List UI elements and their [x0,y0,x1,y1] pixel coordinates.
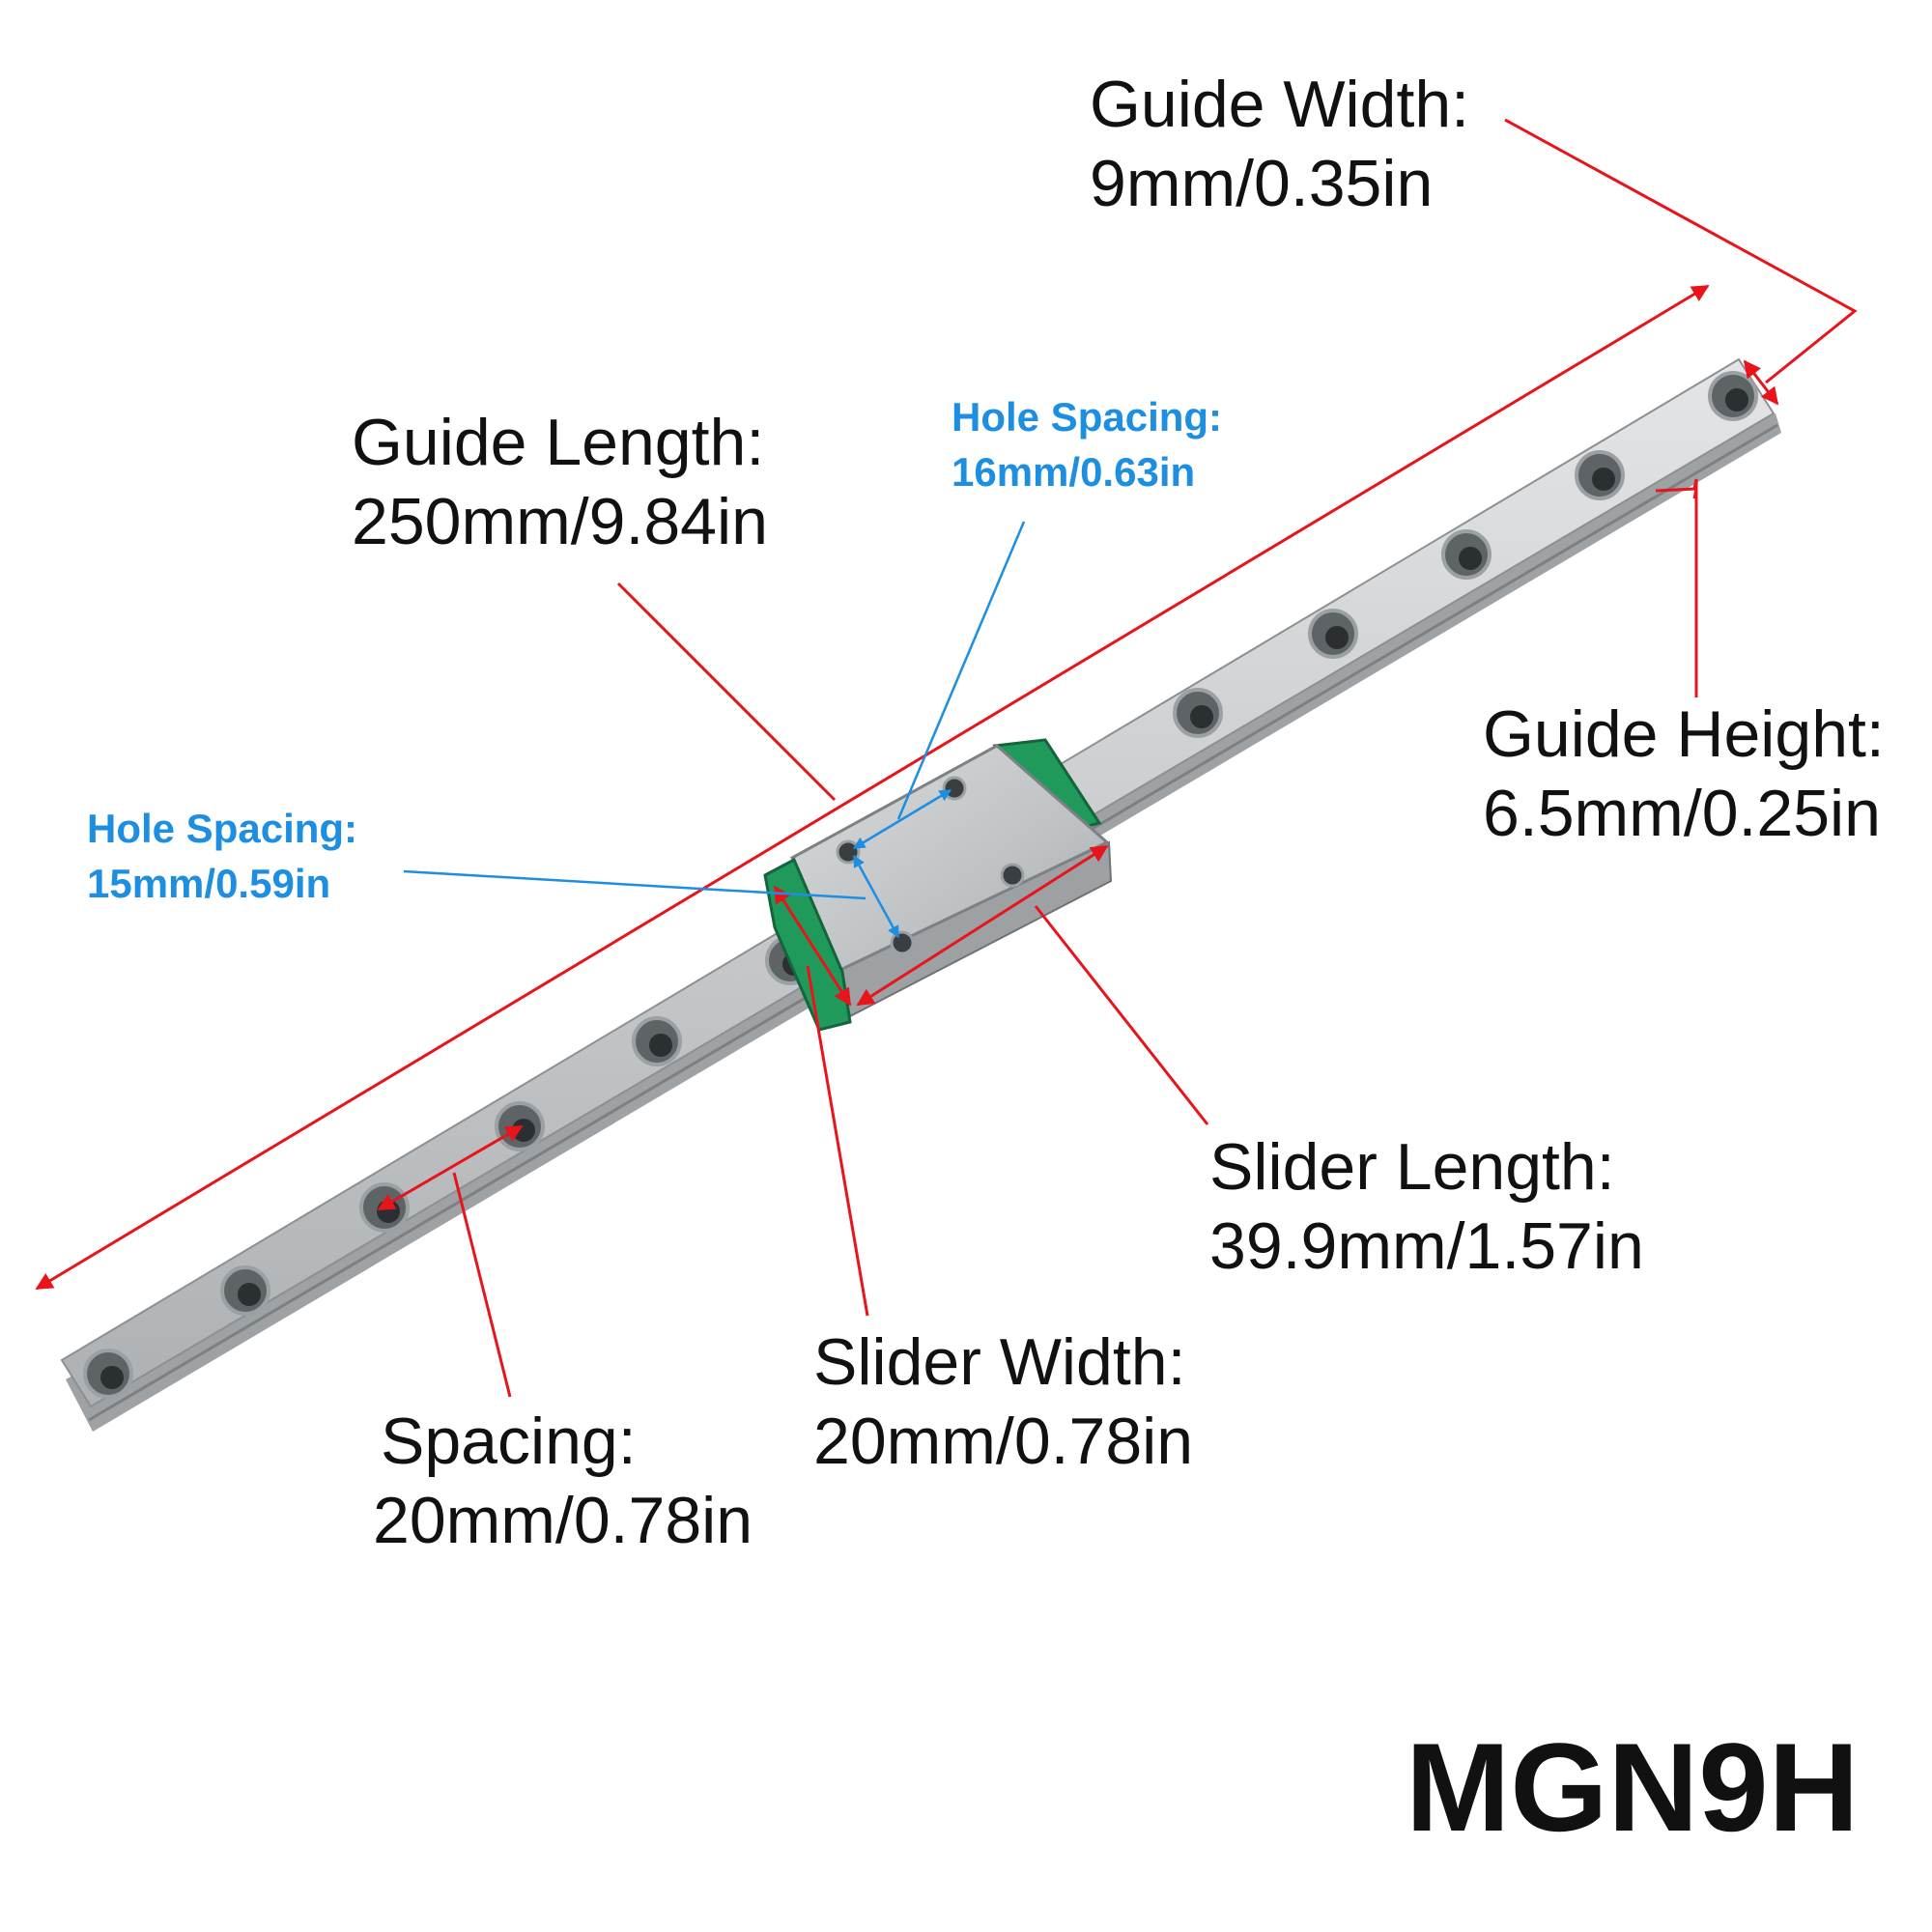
spacing-arrow [377,1124,524,1211]
rail-hole [83,1349,133,1399]
hole-spacing-lines [403,521,1026,939]
rail-hole [1308,609,1358,659]
slider-width-title: Slider Width: [813,1325,1186,1399]
hole-spacing-15-value: 15mm/0.59in [87,860,331,906]
slider-width-leader [806,965,869,1317]
slider-length-leader [1034,905,1209,1125]
hole-spacing-16-label: Hole Spacing: 16mm/0.63in [952,390,1222,499]
guide-length-arrow [35,284,1710,1291]
slider-length-arrow [856,844,1109,1007]
guide-height-value: 6.5mm/0.25in [1483,776,1881,850]
guide-width-arrow [1743,359,1779,406]
guide-length-value: 250mm/9.84in [352,484,768,558]
slider-width-value: 20mm/0.78in [813,1404,1194,1478]
hole-spacing-15-arrow [852,854,900,939]
hole-spacing-15-title: Hole Spacing: [87,806,358,851]
spacing-label: Spacing: 20mm/0.78in [373,1403,753,1560]
hole-spacing-16-value: 16mm/0.63in [952,448,1196,495]
slider-width-label: Slider Width: 20mm/0.78in [813,1323,1193,1481]
slider-width-arrow [773,885,852,1007]
rail-hole [220,1265,270,1316]
hole-spacing-16-title: Hole Spacing: [952,394,1223,440]
slider-length-label: Slider Length: 39.9mm/1.57in [1209,1128,1644,1286]
rail-hole [1173,688,1223,738]
hole-spacing-15-label: Hole Spacing: 15mm/0.59in [87,802,357,911]
hole-spacing-15-leader [403,869,867,900]
guide-width-value: 9mm/0.35in [1090,146,1434,220]
rail-hole [1708,371,1758,421]
slider-length-title: Slider Length: [1209,1130,1615,1204]
slider-length-value: 39.9mm/1.57in [1209,1208,1644,1283]
slider-hole [942,776,967,801]
dimension-lines [35,118,1858,1398]
guide-length-label: Guide Length: 250mm/9.84in [352,404,768,561]
guide-length-title: Guide Length: [352,406,765,479]
guide-height-bracket [1655,487,1698,697]
hole-spacing-16-leader [896,521,1026,820]
rail-hole [1441,529,1492,580]
spacing-title: Spacing: [381,1405,637,1478]
slider-hole [890,930,915,955]
spacing-value: 20mm/0.78in [373,1483,753,1557]
guide-height-title: Guide Height: [1483,697,1885,771]
rail-hole [632,1016,682,1066]
guide-width-label: Guide Width: 9mm/0.35in [1090,66,1469,223]
rail-hole [1575,450,1625,500]
spacing-leader [452,1172,512,1398]
guide-width-leader [1504,118,1858,384]
guide-width-title: Guide Width: [1090,68,1470,141]
guide-height-label: Guide Height: 6.5mm/0.25in [1483,696,1885,853]
model-name: MGN9H [1406,1717,1860,1858]
slider-hole [1000,863,1025,888]
guide-length-leader [616,582,837,802]
hole-spacing-16-arrow [852,788,952,850]
